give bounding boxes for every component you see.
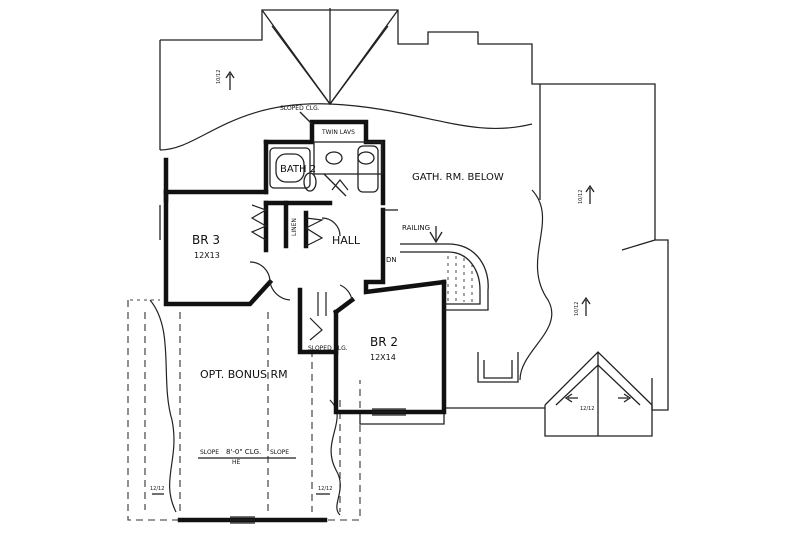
note-sloped-clg-mid: SLOPED CLG.: [308, 345, 348, 352]
label-br2-size: 12X14: [370, 353, 396, 362]
note-twin-lavs: TWIN LAVS: [321, 129, 355, 136]
label-br2: BR 2: [370, 335, 398, 349]
plan-notes: SLOPED CLG. TWIN LAVS RAILING DN SLOPED …: [198, 105, 430, 466]
pitch-roof-top: 10/12: [216, 70, 222, 84]
label-bath2: BATH 2: [280, 164, 316, 175]
label-hall: HALL: [332, 234, 361, 247]
note-clg-ht-sub: HE: [232, 459, 241, 466]
bath-fixtures: [269, 141, 383, 197]
note-stair-dn: DN: [386, 256, 397, 264]
note-railing: RAILING: [402, 224, 430, 232]
bonus-room-outline: [127, 299, 361, 521]
note-slope-right: SLOPE: [270, 449, 289, 456]
pitch-labels: 10/12 10/12 10/12 12/12 12/12 12/12: [150, 70, 594, 492]
label-bonus: OPT. BONUS RM: [200, 368, 288, 381]
note-sloped-clg-top: SLOPED CLG.: [280, 105, 320, 112]
interior-walls: [159, 119, 447, 524]
label-linen: LINEN: [291, 218, 298, 236]
room-labels: BATH 2 GATH. RM. BELOW BR 3 12X13 HALL B…: [192, 164, 504, 381]
note-slope-left: SLOPE: [200, 449, 219, 456]
pitch-roof-bottom-right: 12/12: [580, 406, 594, 412]
roof-outline: [159, 8, 669, 437]
label-br3-size: 12X13: [194, 251, 220, 260]
pitch-wall-right: 12/12: [318, 486, 332, 492]
pitch-roof-right-a: 10/12: [578, 190, 584, 204]
pitch-markers: [152, 70, 632, 495]
stair-and-railing: [383, 209, 489, 311]
note-clg-height: 8'-0" CLG.: [226, 448, 261, 456]
label-br3: BR 3: [192, 233, 220, 247]
pitch-wall-left: 12/12: [150, 486, 164, 492]
label-gath-rm: GATH. RM. BELOW: [412, 172, 504, 183]
closet-doors: [249, 179, 353, 341]
pitch-roof-right-b: 10/12: [574, 302, 580, 316]
